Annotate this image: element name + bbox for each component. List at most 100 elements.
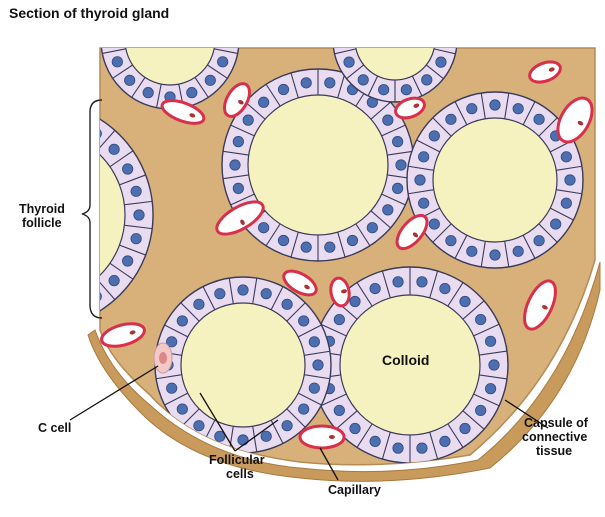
follicular-cell-nucleus bbox=[393, 443, 403, 453]
endothelial-nucleus bbox=[329, 435, 335, 439]
follicular-cell-nucleus bbox=[446, 235, 456, 245]
follicular-cell-nucleus bbox=[0, 302, 10, 312]
capillary-label: Capillary bbox=[328, 483, 381, 497]
follicular-cell-nucleus bbox=[134, 210, 144, 220]
colloid bbox=[248, 95, 388, 235]
follicular-cell-nucleus bbox=[298, 316, 308, 326]
follicular-cells-label-line1: Follicular bbox=[209, 453, 265, 467]
follicular-cell-nucleus bbox=[122, 164, 132, 174]
follicular-cell-nucleus bbox=[230, 160, 240, 170]
follicular-cell-nucleus bbox=[309, 337, 319, 347]
follicular-cell-nucleus bbox=[446, 114, 456, 124]
thyroid-follicle bbox=[407, 92, 583, 268]
follicular-cell-nucleus bbox=[370, 283, 380, 293]
follicular-cell-nucleus bbox=[358, 75, 368, 85]
follicular-cell-nucleus bbox=[217, 13, 227, 23]
follicular-cell-nucleus bbox=[396, 160, 406, 170]
follicular-cell-nucleus bbox=[258, 223, 268, 233]
follicular-cell-nucleus bbox=[278, 84, 288, 94]
follicular-cell-nucleus bbox=[440, 283, 450, 293]
thyroid-follicle bbox=[155, 277, 331, 453]
follicular-cell-nucleus bbox=[347, 235, 357, 245]
follicular-cell-nucleus bbox=[70, 117, 80, 127]
follicular-cell-nucleus bbox=[217, 57, 227, 67]
follicular-cell-nucleus bbox=[392, 183, 402, 193]
follicular-cell-nucleus bbox=[313, 360, 323, 370]
follicular-cell-nucleus bbox=[534, 114, 544, 124]
follicular-cell-nucleus bbox=[238, 285, 248, 295]
colloid bbox=[181, 303, 305, 427]
follicular-cell-nucleus bbox=[534, 235, 544, 245]
thyroid-follicle-label-line1: Thyroid bbox=[19, 202, 65, 216]
follicular-cell-nucleus bbox=[475, 314, 485, 324]
colloid bbox=[355, 0, 435, 80]
follicular-cell-nucleus bbox=[513, 103, 523, 113]
thyroid-follicle-bracket bbox=[82, 100, 102, 318]
follicular-cell-nucleus bbox=[233, 136, 243, 146]
follicular-cell-nucleus bbox=[261, 288, 271, 298]
follicular-cell-nucleus bbox=[143, 87, 153, 97]
capsule-label-line3: tissue bbox=[536, 444, 572, 458]
follicular-cell-nucleus bbox=[309, 383, 319, 393]
follicular-cell-nucleus bbox=[124, 75, 134, 85]
follicular-cell-nucleus bbox=[0, 117, 10, 127]
follicular-cell-nucleus bbox=[485, 383, 495, 393]
follicular-cell-nucleus bbox=[23, 308, 33, 318]
follicular-cell-nucleus bbox=[194, 299, 204, 309]
c-cell bbox=[154, 343, 172, 373]
follicular-cell-nucleus bbox=[392, 136, 402, 146]
follicular-cell-nucleus bbox=[561, 152, 571, 162]
follicular-cell-nucleus bbox=[344, 13, 354, 23]
follicular-cell-nucleus bbox=[422, 75, 432, 85]
follicular-cells-label-line2: cells bbox=[226, 467, 254, 481]
follicular-cell-nucleus bbox=[415, 175, 425, 185]
follicular-cell-nucleus bbox=[467, 103, 477, 113]
follicular-cell-nucleus bbox=[460, 423, 470, 433]
follicular-cell-nucleus bbox=[301, 78, 311, 88]
follicular-cell-nucleus bbox=[440, 436, 450, 446]
follicular-cell-nucleus bbox=[47, 308, 57, 318]
follicular-cell-nucleus bbox=[344, 57, 354, 67]
follicular-cell-nucleus bbox=[122, 256, 132, 266]
follicular-cell-nucleus bbox=[325, 78, 335, 88]
follicular-cell-nucleus bbox=[417, 443, 427, 453]
follicular-cell-nucleus bbox=[429, 219, 439, 229]
follicular-cell-nucleus bbox=[166, 383, 176, 393]
follicular-cell-nucleus bbox=[350, 423, 360, 433]
follicular-cell-nucleus bbox=[334, 405, 344, 415]
follicular-cell-nucleus bbox=[70, 302, 80, 312]
follicular-cell-nucleus bbox=[460, 296, 470, 306]
follicular-cell-nucleus bbox=[233, 183, 243, 193]
follicular-cell-nucleus bbox=[490, 100, 500, 110]
follicular-cell-nucleus bbox=[177, 404, 187, 414]
follicular-cell-nucleus bbox=[378, 85, 388, 95]
follicular-cell-nucleus bbox=[418, 198, 428, 208]
follicular-cell-nucleus bbox=[401, 85, 411, 95]
follicular-cell-nucleus bbox=[550, 219, 560, 229]
follicular-cell-nucleus bbox=[215, 288, 225, 298]
follicular-cell-nucleus bbox=[467, 246, 477, 256]
follicular-cell-nucleus bbox=[475, 405, 485, 415]
follicular-cell-nucleus bbox=[436, 13, 446, 23]
follicular-cell-nucleus bbox=[489, 360, 499, 370]
follicular-cell-nucleus bbox=[339, 35, 349, 45]
follicular-cell-nucleus bbox=[112, 13, 122, 23]
follicular-cell-nucleus bbox=[258, 97, 268, 107]
follicular-cell-nucleus bbox=[358, 0, 368, 5]
follicular-cell-nucleus bbox=[325, 242, 335, 252]
follicular-cell-nucleus bbox=[490, 250, 500, 260]
capsule-label-line2: connective bbox=[522, 430, 587, 444]
follicular-cell-nucleus bbox=[124, 0, 134, 5]
follicular-cell-nucleus bbox=[278, 235, 288, 245]
follicular-cell-nucleus bbox=[301, 242, 311, 252]
follicular-cell-nucleus bbox=[205, 0, 215, 5]
follicular-cell-nucleus bbox=[485, 336, 495, 346]
follicular-cell-nucleus bbox=[282, 420, 292, 430]
follicular-cell-nucleus bbox=[393, 277, 403, 287]
follicular-cell-nucleus bbox=[436, 57, 446, 67]
follicular-cell-nucleus bbox=[108, 35, 118, 45]
follicular-cell-nucleus bbox=[565, 175, 575, 185]
follicular-cell-nucleus bbox=[334, 314, 344, 324]
